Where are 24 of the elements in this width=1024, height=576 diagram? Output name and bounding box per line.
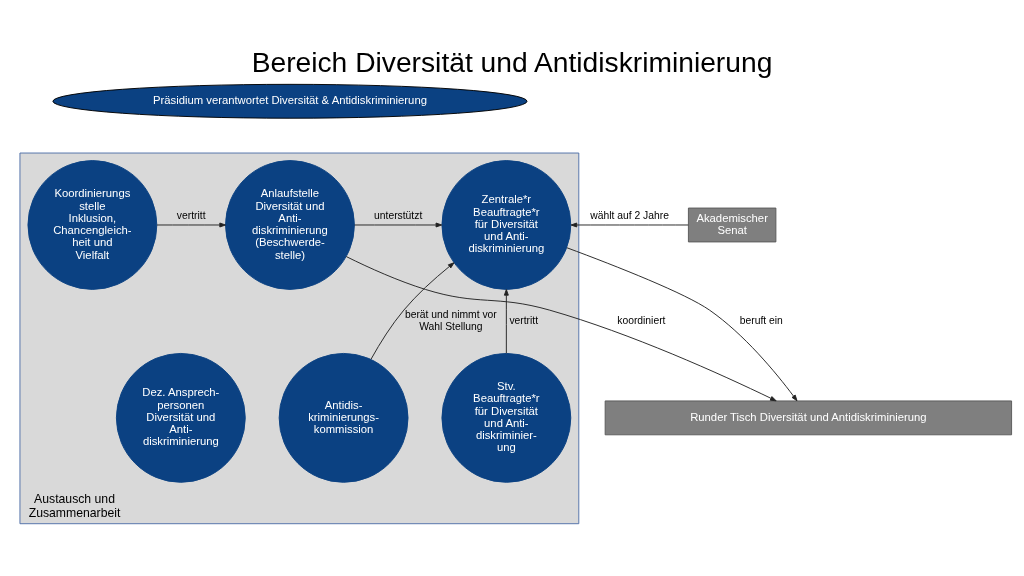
edge-label: beruft ein xyxy=(739,314,783,326)
node-box: Runder Tisch Diversität und Antidiskriminierung xyxy=(604,399,1013,435)
edge-label: vertritt xyxy=(176,209,206,221)
arrow xyxy=(345,255,777,401)
node-box: Akademischer Senat xyxy=(687,207,777,242)
node-circle: Anlaufstelle Diversität und Anti- diskriminierung (Beschwerde- stelle) xyxy=(225,159,355,290)
edge-label: vertritt xyxy=(509,314,539,326)
arrow xyxy=(156,222,226,227)
node-circle: Zentrale*r Beauftragte*r für Diversität und Anti- diskriminierung xyxy=(441,159,572,290)
edge-label: berät und nimmt vor Wahl Stellung xyxy=(404,308,497,332)
node-circle: Antidis- kriminierungs- kommission xyxy=(278,352,409,483)
arrow xyxy=(503,288,509,354)
edge-label: wählt auf 2 Jahre xyxy=(590,209,669,221)
diagram-title: Bereich Diversität und Antidiskriminierung xyxy=(251,45,773,78)
node-circle: Stv. Beauftragte*r für Diversität und Anti- diskriminier- ung xyxy=(441,352,572,483)
node-circle: Dez. Ansprech- personen Diversität und Anti- diskriminierung xyxy=(115,352,246,483)
arrow xyxy=(566,246,798,401)
arrow xyxy=(570,222,689,227)
arrow xyxy=(354,222,443,227)
edge-label: koordiniert xyxy=(617,314,666,326)
edge-label: unterstützt xyxy=(374,209,423,221)
node-ellipse: Präsidium verantwortet Diversität & Antidiskriminierung xyxy=(52,83,528,119)
node-circle: Koordinierungs stelle Inklusion, Chancengleich- heit und Vielfalt xyxy=(27,159,158,290)
arrow xyxy=(370,261,455,360)
